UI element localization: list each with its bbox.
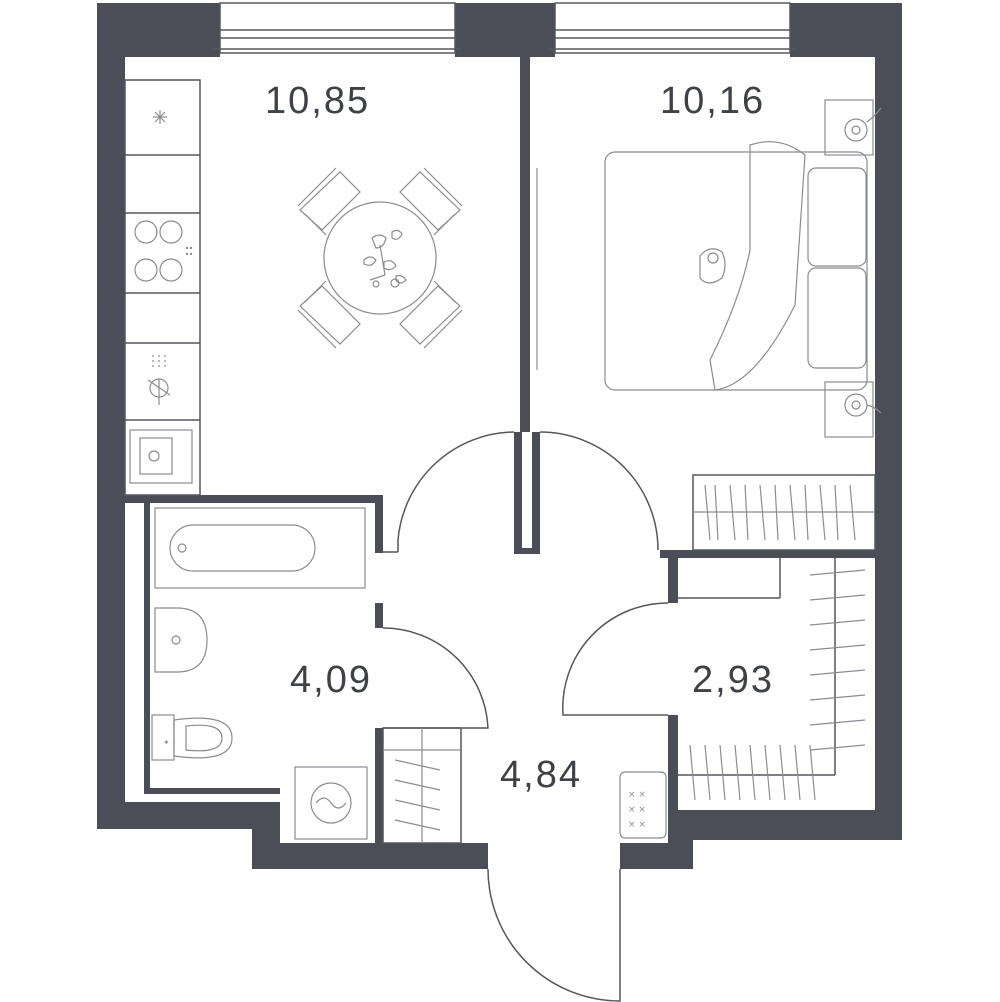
svg-text:× ×: × × (628, 820, 646, 830)
window-bedroom (548, 2, 797, 54)
svg-text:× ×: × × (628, 790, 646, 800)
bathroom-wall-inner-left (144, 503, 150, 793)
chair-bottom-right-icon (399, 280, 463, 349)
chair-top-left-icon (297, 167, 361, 236)
bathroom-wall-right-top (375, 495, 383, 553)
wall-bottom-left (97, 802, 275, 829)
fridge-snowflake-icon (153, 110, 167, 124)
wardrobe-wall-left-low (668, 715, 678, 810)
kitchen-counter (124, 79, 201, 496)
bathroom-sink-icon (154, 607, 208, 673)
bed-icon (604, 141, 868, 391)
walls (97, 2, 902, 869)
window-kitchen (213, 2, 462, 54)
washing-machine-icon (294, 766, 368, 840)
bathroom-wall-right-low (375, 728, 383, 843)
partition-end (514, 548, 540, 554)
partition-door-jamb-left (514, 432, 522, 552)
wardrobe-wall-top (660, 550, 875, 558)
dining-table-icon (323, 201, 437, 315)
wall-top-middle (455, 3, 555, 57)
faucet-icon (147, 355, 171, 405)
bathtub-icon (154, 507, 366, 589)
door-bedroom (539, 431, 659, 551)
door-wardrobe (562, 602, 669, 716)
hallway-closet (382, 727, 462, 844)
wall-bottom-right (668, 810, 902, 840)
door-bathroom (382, 627, 489, 729)
toilet-icon: ✦ (151, 714, 233, 761)
chair-bottom-left-icon (297, 280, 361, 349)
hallway-area-label: 4,84 (500, 754, 582, 796)
stove-icon (134, 220, 193, 282)
bedroom-area-label: 10,16 (660, 80, 765, 122)
bedroom-closet (692, 474, 876, 551)
wardrobe-wall-left-top (668, 558, 678, 603)
nightstand-bottom-icon (824, 381, 882, 438)
wardrobe-shelves (678, 558, 866, 801)
svg-text:× ×: × × (628, 805, 646, 815)
chair-top-right-icon (399, 167, 463, 236)
kitchen-sink-icon (129, 429, 193, 484)
partition-kitchen-bedroom (520, 57, 530, 432)
svg-text:✦: ✦ (163, 738, 170, 747)
bathroom-area-label: 4,09 (290, 659, 372, 701)
wall-left (97, 3, 125, 829)
wall-right (875, 3, 902, 840)
bathroom-wall-top (125, 495, 383, 503)
nightstand-top-icon (824, 99, 882, 156)
partition-door-jamb-right (532, 432, 540, 552)
door-entrance (487, 868, 621, 1002)
kitchen-area-label: 10,85 (265, 80, 370, 122)
bathroom-wall-right-mid (375, 603, 383, 628)
door-kitchen (383, 431, 515, 553)
wardrobe-area-label: 2,93 (692, 659, 774, 701)
wall-bottom-entrance-left (252, 843, 488, 869)
hallway-panel-icon: × × × × × × (619, 771, 667, 839)
bathroom-wall-inner-bottom (144, 788, 280, 794)
